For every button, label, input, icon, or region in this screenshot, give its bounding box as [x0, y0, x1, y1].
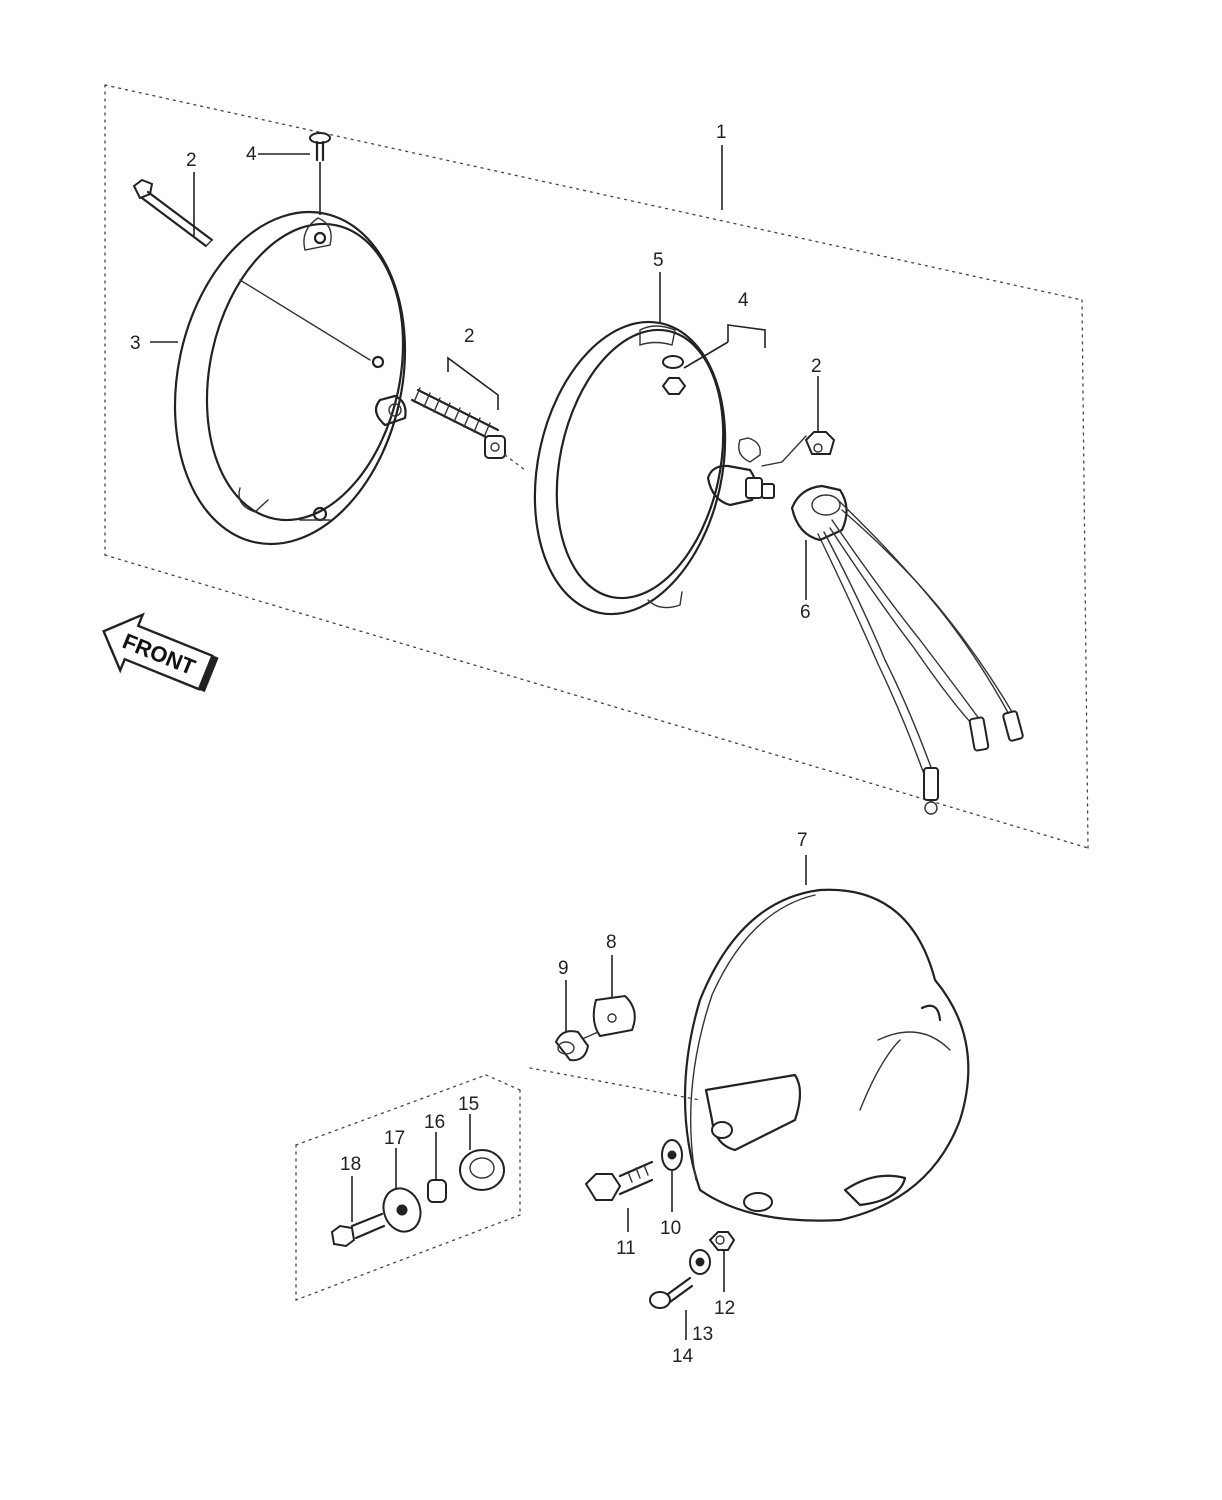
callout-9: 9 — [558, 958, 569, 979]
lock-washer-part-13 — [689, 1249, 711, 1275]
socket-wires-part-6 — [790, 484, 1024, 815]
callout-13: 13 — [692, 1324, 713, 1345]
callout-11: 11 — [616, 1238, 636, 1259]
callout-15: 15 — [458, 1094, 479, 1115]
callout-2-upper-left: 2 — [186, 150, 197, 171]
callout-12: 12 — [714, 1298, 735, 1319]
subassembly-boundary — [295, 1074, 521, 1301]
nut-part-12 — [708, 1231, 736, 1292]
callout-1: 1 — [716, 122, 727, 143]
adjusting-spring-part-2 — [410, 356, 526, 471]
rim-ring-part-3 — [173, 210, 407, 546]
callout-6: 6 — [800, 602, 811, 623]
small-screw-part-4 — [309, 132, 331, 215]
callout-7: 7 — [797, 830, 808, 851]
callout-17: 17 — [384, 1128, 405, 1149]
sealed-beam-part-5 — [533, 320, 775, 616]
spacer-part-16 — [427, 1132, 447, 1203]
screw-part-14 — [649, 1276, 694, 1340]
headlight-housing-part-7 — [683, 855, 970, 1222]
callout-labels: 1 2 4 3 2 5 4 2 6 7 8 9 15 16 17 18 10 1… — [130, 122, 822, 1367]
callout-4-upper: 4 — [246, 144, 257, 165]
callout-8: 8 — [606, 932, 617, 953]
callout-2-middle: 2 — [464, 326, 475, 347]
callout-5: 5 — [653, 250, 664, 271]
leader-lines — [150, 145, 819, 432]
grommet-part-15 — [459, 1114, 505, 1191]
callout-18: 18 — [340, 1154, 361, 1175]
front-direction-arrow: FRONT — [102, 612, 219, 693]
bracket-plate-part-8 — [579, 955, 636, 1041]
bolt-part-18 — [330, 1176, 386, 1248]
washer-part-17 — [382, 1148, 422, 1233]
hex-bolt-part-11 — [584, 1160, 654, 1232]
callout-4-right: 4 — [738, 290, 749, 311]
callout-3: 3 — [130, 333, 141, 354]
screw-washer-part-4 — [661, 341, 729, 395]
collar-part-9 — [529, 980, 701, 1101]
callout-2-right: 2 — [811, 356, 822, 377]
callout-10: 10 — [660, 1218, 681, 1239]
long-screw-part-2 — [132, 178, 214, 248]
assembly-1-boundary — [104, 84, 1089, 849]
nut-part-2 — [761, 431, 836, 467]
callout-14: 14 — [672, 1346, 694, 1367]
washer-part-10 — [661, 1139, 683, 1212]
callout-16: 16 — [424, 1112, 445, 1133]
